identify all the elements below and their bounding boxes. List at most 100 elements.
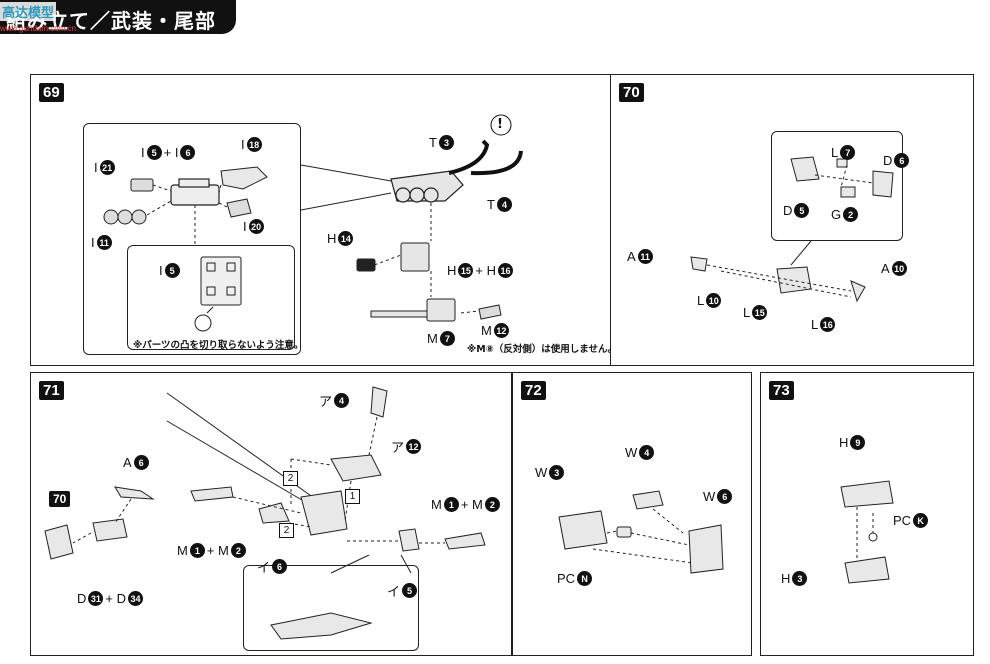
part-t4-cable [470, 150, 523, 176]
step-71-drawing [44, 386, 486, 640]
part-i5 [398, 528, 420, 552]
part-i11 [103, 209, 147, 225]
detail-assembly [270, 612, 373, 640]
part-a12 [330, 454, 382, 482]
label-box-70: 70 [49, 491, 71, 507]
note-m8: ※M⑧（反対側）は使用しません。 [467, 344, 617, 355]
step-69-drawing [103, 114, 523, 332]
detail-part [200, 256, 242, 306]
part-i5-i6-body [170, 178, 220, 206]
part-i6 [258, 502, 290, 524]
part-i20 [226, 198, 252, 218]
part-center [776, 266, 812, 294]
step-69-panel: 69 [30, 74, 617, 366]
part-m1-m2-right [444, 532, 486, 550]
part-pc-k [868, 532, 878, 542]
step-71-panel: 71 [30, 372, 512, 656]
warning-icon [490, 114, 512, 136]
part-d31-d34 [92, 518, 128, 542]
part-w6 [688, 524, 724, 574]
part-m7-gun [370, 298, 456, 322]
part-w3 [558, 510, 608, 550]
part-d6 [872, 170, 894, 198]
warning-mark: ! [497, 117, 503, 132]
part-a6 [114, 486, 155, 500]
step-72-drawing [558, 490, 724, 574]
step-73-drawing [840, 480, 894, 584]
part-m12 [478, 304, 502, 320]
part-70-assembly [44, 524, 74, 560]
seq-2b: 2 [279, 523, 294, 538]
part-g2 [840, 186, 856, 198]
part-t3-cable [448, 139, 490, 175]
part-h9 [840, 480, 894, 508]
part-pc-n [616, 526, 632, 538]
step-70-drawing [690, 156, 894, 303]
part-a11 [690, 256, 708, 272]
step-number: 72 [521, 381, 546, 400]
watermark-url: www.gundam.com.cn [0, 24, 77, 33]
part-h3 [844, 556, 890, 584]
note-inset: ※パーツの凸を切り取らないよう注意。 [133, 340, 304, 351]
part-h15-h16 [400, 242, 430, 272]
step-71-detail-box [243, 565, 419, 651]
step-number: 73 [769, 381, 794, 400]
step-number: 69 [39, 83, 64, 102]
part-a4 [370, 386, 388, 418]
part-w4 [632, 490, 664, 510]
watermark-logo: 高达模型 [0, 2, 57, 21]
part-d5 [790, 156, 820, 182]
main-barrels [390, 170, 464, 203]
part-i18 [220, 166, 268, 190]
part-h14 [356, 258, 376, 272]
part-m1-m2-left [190, 486, 234, 502]
step-number: 70 [619, 83, 644, 102]
seq-2a: 2 [283, 471, 298, 486]
seq-1: 1 [345, 489, 360, 504]
part-center [300, 490, 348, 536]
part-a10 [850, 280, 866, 303]
detail-cutter-icon [194, 306, 214, 332]
part-l7 [836, 158, 848, 168]
part-i21 [130, 178, 154, 192]
